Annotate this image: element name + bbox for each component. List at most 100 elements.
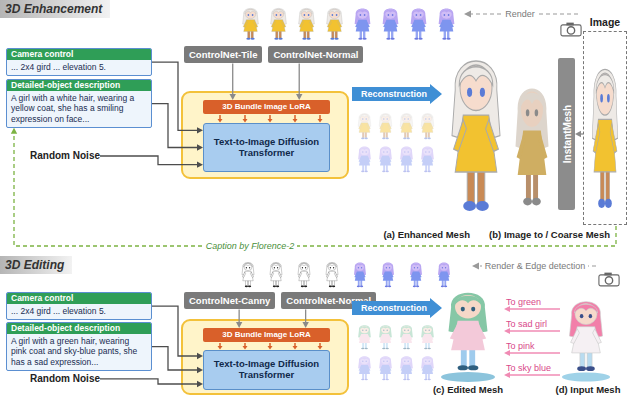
generated-views bbox=[379, 147, 392, 173]
sketch-thumbnails bbox=[298, 262, 310, 287]
edge-label: Caption by Florence-2 bbox=[203, 241, 298, 252]
prompt-box: Detailed-object descriptionA girl with a… bbox=[6, 79, 152, 128]
lora-arrows bbox=[244, 115, 246, 120]
render-thumbnails bbox=[327, 8, 343, 39]
sketch-thumbnails bbox=[242, 262, 254, 287]
node-title: 3D Enhancement bbox=[5, 2, 102, 16]
lora-arrows bbox=[269, 115, 271, 120]
model-frame bbox=[182, 92, 348, 178]
connector-line bbox=[299, 63, 300, 95]
sketch-thumbnails bbox=[270, 262, 282, 287]
node-title: Reconstruction bbox=[352, 298, 436, 318]
connector bbox=[152, 104, 203, 151]
edit-arrows bbox=[509, 352, 560, 354]
figure-caption: (a) Enhanced Mesh bbox=[383, 229, 470, 241]
node-title: ControlNet-Tile bbox=[189, 49, 257, 60]
arrow-shape bbox=[352, 298, 442, 318]
generated-views bbox=[358, 325, 434, 380]
lora-box: 3D Bundle Image LoRA bbox=[203, 328, 330, 342]
node-title: 3D Editing bbox=[5, 258, 64, 272]
edited-mesh bbox=[449, 293, 488, 370]
node-title: Image bbox=[583, 16, 627, 29]
noise-input: Random Noise bbox=[30, 373, 100, 385]
lora-arrows bbox=[244, 343, 246, 347]
image-frame: Image bbox=[583, 16, 627, 226]
lora-arrows bbox=[219, 343, 221, 347]
generated-views bbox=[358, 325, 371, 349]
model-frame bbox=[182, 320, 348, 394]
figure-caption: (b) Image to / Coarse Mesh bbox=[489, 229, 610, 241]
generated-views bbox=[421, 356, 434, 380]
input-image bbox=[592, 69, 618, 207]
node-body: A girl with a green hair, wearing pink c… bbox=[7, 334, 151, 370]
render-thumbnails bbox=[243, 8, 259, 39]
connector-line bbox=[152, 62, 198, 130]
edited-mesh bbox=[441, 293, 495, 382]
lora-arrows bbox=[219, 115, 221, 120]
model-box: Text-to-Image Diffusion Transformer bbox=[203, 123, 330, 172]
lora-arrows bbox=[268, 119, 273, 123]
sketch-thumbnails bbox=[242, 262, 450, 287]
connector bbox=[100, 379, 203, 387]
lora-arrows bbox=[318, 346, 323, 350]
node-title: Camera control bbox=[7, 49, 151, 60]
sketch-thumbnails bbox=[382, 262, 394, 287]
generated-views bbox=[400, 114, 413, 140]
enhanced-mesh bbox=[452, 61, 500, 211]
node-title: ControlNet-Canny bbox=[189, 295, 270, 306]
render-thumbnails bbox=[299, 8, 315, 39]
prompt-box: Camera control... 2x4 gird ... elevation… bbox=[6, 48, 152, 76]
lora-arrows bbox=[293, 119, 298, 123]
generated-views bbox=[379, 325, 392, 349]
render-thumbnails bbox=[411, 8, 427, 39]
connector-line bbox=[100, 156, 198, 165]
edit-label: To sad girl bbox=[506, 319, 547, 330]
lora-box: 3D Bundle Image LoRA bbox=[203, 100, 330, 114]
camera-icon bbox=[561, 23, 581, 36]
edit-label: To sky blue bbox=[506, 363, 551, 374]
lora-arrows bbox=[319, 343, 321, 347]
reconstruction-arrow: Reconstruction bbox=[352, 298, 442, 318]
connector bbox=[302, 309, 308, 328]
camera-icon bbox=[561, 23, 581, 36]
generated-views bbox=[400, 147, 413, 173]
section-banner: 3D Enhancement bbox=[0, 0, 110, 18]
input-mesh bbox=[562, 302, 610, 382]
generated-views bbox=[421, 114, 434, 140]
generated-views bbox=[400, 356, 413, 380]
arrow-head bbox=[11, 128, 17, 134]
edit-label: To pink bbox=[506, 341, 535, 352]
edit-label: To green bbox=[506, 297, 541, 308]
lora-arrows bbox=[243, 119, 248, 123]
lora-arrows bbox=[218, 346, 223, 350]
generated-views bbox=[358, 147, 371, 173]
controlnet-box: ControlNet-Normal bbox=[268, 46, 363, 63]
render-arrow bbox=[464, 11, 471, 18]
figure-caption: (d) Input Mesh bbox=[556, 384, 621, 396]
connector bbox=[152, 306, 203, 359]
generated-views bbox=[358, 114, 434, 173]
model-box: Text-to-Image Diffusion Transformer bbox=[203, 350, 330, 390]
lora-arrows bbox=[268, 346, 273, 350]
lora-arrows bbox=[218, 115, 323, 123]
node-title: Detailed-object description bbox=[7, 323, 151, 334]
render-thumbnails bbox=[243, 8, 455, 39]
generated-views bbox=[358, 356, 371, 380]
process-label: Render & Edge detection bbox=[482, 261, 589, 272]
connector bbox=[100, 156, 203, 168]
node-body: ... 2x4 gird ... elevation 5. bbox=[7, 304, 151, 319]
prompt-box: Detailed-object descriptionA girl with a… bbox=[6, 322, 152, 371]
coarse-mesh bbox=[516, 88, 549, 205]
lora-arrows bbox=[218, 343, 323, 350]
render-thumbnails bbox=[439, 8, 455, 39]
noise-input: Random Noise bbox=[30, 150, 100, 162]
edit-arrows bbox=[509, 308, 560, 310]
prompt-box: Camera control... 2x4 gird ... elevation… bbox=[6, 292, 152, 320]
coarse-mesh bbox=[516, 88, 549, 205]
lora-arrows bbox=[218, 119, 223, 123]
lora-arrows bbox=[269, 343, 271, 347]
render-thumbnails bbox=[383, 8, 399, 39]
connector-line bbox=[152, 306, 198, 356]
connector bbox=[236, 309, 242, 328]
node-title: Camera control bbox=[7, 293, 151, 304]
